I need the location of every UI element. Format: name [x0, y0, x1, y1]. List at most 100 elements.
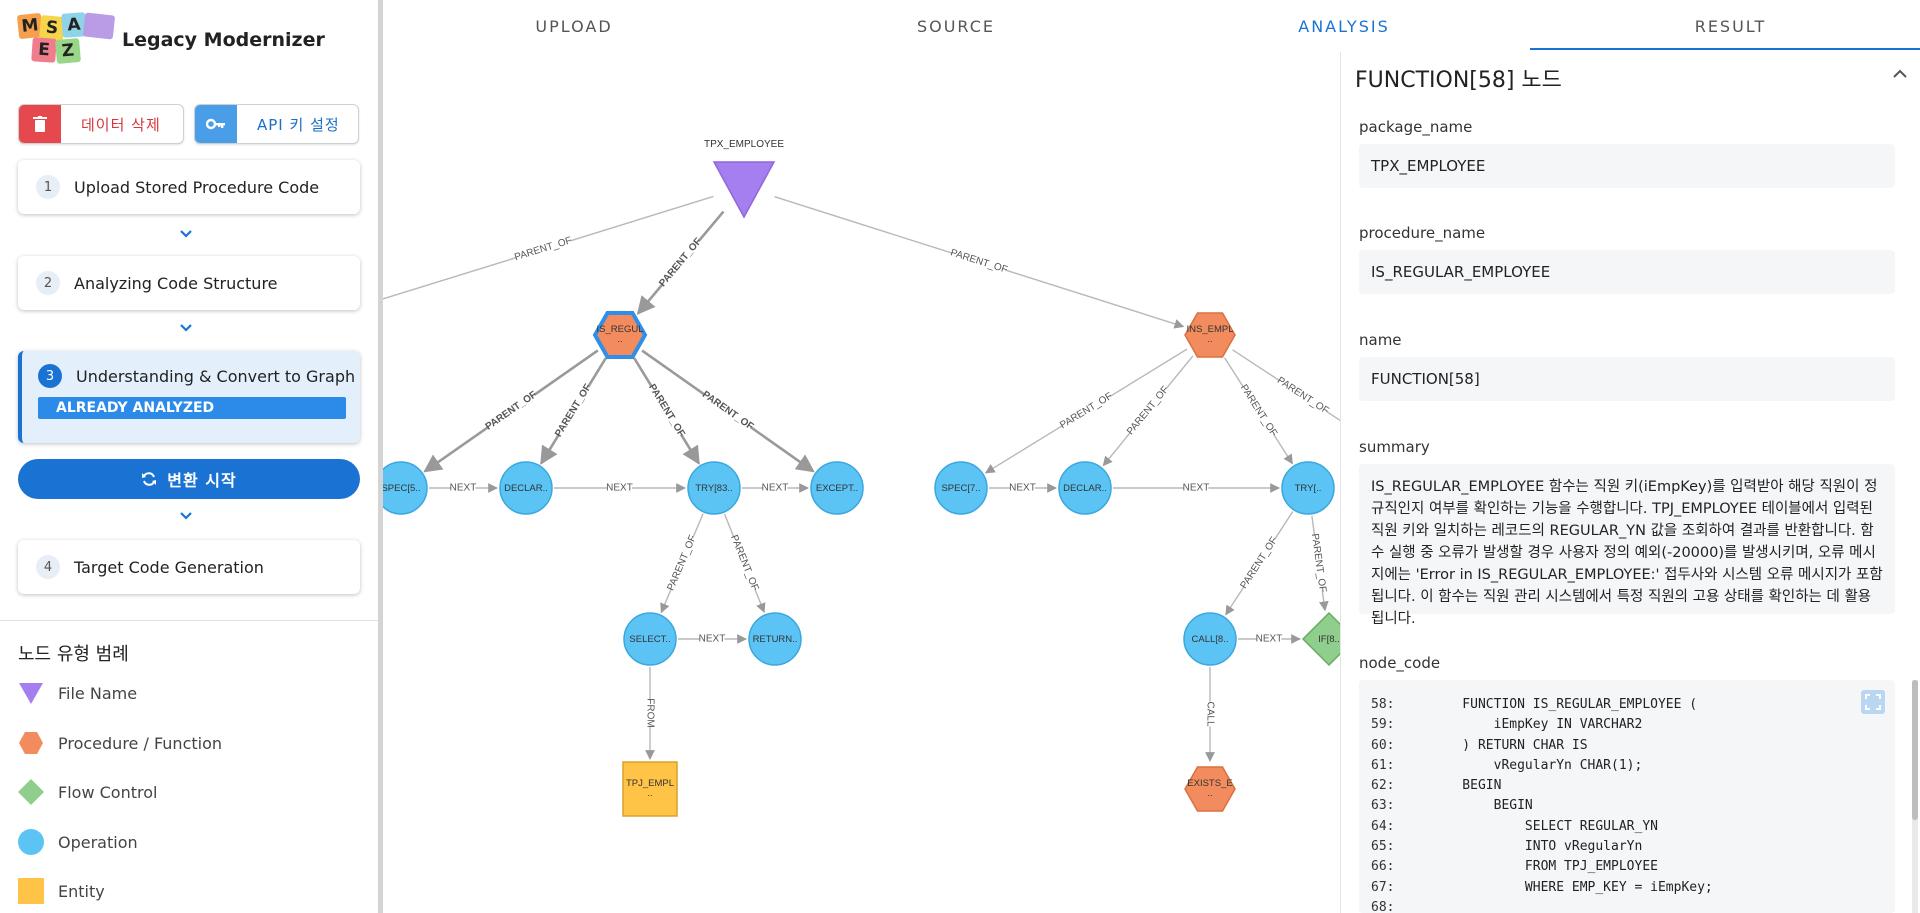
code-line: 61: vRegularYn CHAR(1);	[1371, 756, 1883, 776]
step-analyze[interactable]: 2 Analyzing Code Structure	[18, 256, 360, 310]
graph-edge-label: NEXT	[450, 483, 477, 494]
node-label: SPEC[7..	[941, 483, 980, 494]
circle-node	[1281, 461, 1335, 515]
key-icon	[195, 105, 237, 143]
graph-edge-label: NEXT	[762, 483, 789, 494]
graph-node-try1[interactable]: TRY[83..	[687, 461, 741, 515]
line-text: WHERE EMP_KEY = iEmpKey;	[1431, 879, 1713, 895]
diamond-icon	[18, 779, 44, 805]
graph-edge-label-bg	[1125, 385, 1171, 437]
node-detail-panel: FUNCTION[58] 노드 package_name TPX_EMPLOYE…	[1340, 52, 1920, 913]
graph-node-call2[interactable]: CALL[8..	[1183, 612, 1237, 666]
step-number: 2	[36, 271, 60, 295]
name-value: FUNCTION[58]	[1359, 357, 1895, 401]
graph-edge-label-bg	[762, 482, 788, 494]
graph-node-exists2[interactable]: EXISTS_E..	[1184, 766, 1236, 812]
graph-edge-label: PARENT_OF	[1309, 533, 1328, 593]
scrollbar-thumb[interactable]	[1912, 680, 1918, 820]
graph-edge-label: NEXT	[1009, 483, 1036, 494]
graph-canvas[interactable]: PARENT_OF PARENT_OF PARENT_OF PARENT_OF PARE…	[383, 52, 1340, 913]
graph-node-if2[interactable]: IF[8..	[1301, 611, 1340, 667]
step-target-code[interactable]: 4 Target Code Generation	[18, 540, 360, 594]
delete-data-button[interactable]: 데이터 삭제	[18, 104, 184, 144]
graph-node-decl1[interactable]: DECLAR..	[499, 461, 553, 515]
api-key-settings-button[interactable]: API 키 설정	[194, 104, 359, 144]
legend-label: Entity	[58, 881, 105, 901]
node-label: INS_EMPL..	[1187, 324, 1234, 345]
graph-edge-label: CALL	[1205, 701, 1216, 726]
code-line: 67: WHERE EMP_KEY = iEmpKey;	[1371, 878, 1883, 898]
step-convert-graph[interactable]: 3 Understanding & Convert to Graph ALREA…	[18, 351, 360, 443]
step-number: 3	[38, 364, 62, 388]
summary-text: IS_REGULAR_EMPLOYEE 함수는 직원 키(iEmpKey)를 입…	[1359, 464, 1895, 627]
graph-edge-label: PARENT_OF	[1238, 383, 1279, 439]
circle-node	[810, 461, 864, 515]
legend-title: 노드 유형 범례	[18, 644, 129, 665]
node-label: EXISTS_E..	[1187, 778, 1232, 799]
graph-edge-label: PARENT_OF	[728, 533, 760, 592]
graph-node-ret1[interactable]: RETURN..	[748, 612, 802, 666]
graph-edge-label: PARENT_OF	[1125, 384, 1171, 437]
legend-label: File Name	[58, 683, 138, 703]
package-name-value: TPX_EMPLOYEE	[1359, 144, 1895, 188]
code-viewer: 58: FUNCTION IS_REGULAR_EMPLOYEE (59: iE…	[1359, 680, 1895, 913]
tab-result[interactable]: RESULT	[1694, 16, 1767, 36]
node-label: TPJ_EMPL..	[626, 778, 674, 799]
circle-node	[1058, 461, 1112, 515]
triangle-icon	[712, 161, 776, 219]
step-number: 1	[36, 175, 60, 199]
code-line: 68:	[1371, 898, 1883, 913]
code-line: 66: FROM TPJ_EMPLOYEE	[1371, 857, 1883, 877]
legend-label: Procedure / Function	[58, 733, 223, 753]
api-key-label: API 키 설정	[257, 115, 340, 134]
procedure-name-value: IS_REGULAR_EMPLOYEE	[1359, 250, 1895, 294]
legend-item-operation: Operation	[18, 827, 138, 857]
node-label: DECLAR..	[1063, 483, 1107, 494]
graph-node-f1[interactable]: IS_REGUL..	[592, 311, 648, 359]
line-number: 59:	[1371, 717, 1395, 733]
graph-edge-label-bg	[1183, 482, 1209, 494]
graph-edge-label-bg	[728, 534, 761, 592]
trash-icon	[19, 105, 61, 143]
start-convert-button[interactable]: 변환 시작	[18, 459, 360, 499]
graph-node-spec2[interactable]: SPEC[7..	[934, 461, 988, 515]
chevron-up-icon[interactable]	[1890, 64, 1910, 84]
line-text: iEmpKey IN VARCHAR2	[1431, 717, 1643, 733]
field-label: node_code	[1359, 654, 1441, 672]
graph-edge-label: PARENT_OF	[949, 247, 1009, 275]
graph-edge-label: PARENT_OF	[700, 389, 755, 432]
step-title: Upload Stored Procedure Code	[74, 177, 320, 197]
graph-node-file[interactable]: TPX_EMPLOYEE	[704, 139, 784, 219]
circle-node	[687, 461, 741, 515]
field-label: name	[1359, 331, 1402, 349]
step-upload[interactable]: 1 Upload Stored Procedure Code	[18, 160, 360, 214]
node-label: IF[8..	[1318, 634, 1340, 645]
sidebar-resize-handle[interactable]	[378, 0, 383, 913]
graph-node-spec1[interactable]: SPEC[5..	[383, 461, 428, 515]
app-title: Legacy Modernizer	[122, 29, 325, 51]
expand-icon[interactable]	[1861, 690, 1885, 714]
line-text: BEGIN	[1431, 778, 1502, 794]
line-text: vRegularYn CHAR(1);	[1431, 757, 1643, 773]
circle-node	[383, 461, 428, 515]
graph-edge-label-bg	[450, 482, 476, 494]
graph-node-f2[interactable]: INS_EMPL..	[1184, 312, 1236, 358]
graph-node-ent1[interactable]: TPJ_EMPL..	[622, 761, 678, 817]
graph-edge-label-bg	[1308, 534, 1329, 592]
tab-analysis[interactable]: ANALYSIS	[1298, 16, 1390, 36]
graph-node-try2[interactable]: TRY[..	[1281, 461, 1335, 515]
graph-edge-label-bg	[950, 247, 1008, 276]
graph-edge-label-bg	[1256, 633, 1282, 645]
circle-node	[499, 461, 553, 515]
graph-edge-label: PARENT_OF	[657, 236, 704, 289]
graph-edge-label: PARENT_OF	[1058, 391, 1114, 431]
graph-node-exc1[interactable]: EXCEPT..	[810, 461, 864, 515]
graph-edge-label: NEXT	[1256, 634, 1283, 645]
node-label: IS_REGUL..	[597, 324, 644, 345]
tab-source[interactable]: SOURCE	[916, 16, 996, 36]
step-title: Analyzing Code Structure	[74, 273, 278, 293]
graph-node-sel1[interactable]: SELECT..	[623, 612, 677, 666]
graph-edge-label: NEXT	[1183, 483, 1210, 494]
tab-upload[interactable]: UPLOAD	[535, 16, 613, 36]
graph-node-decl2[interactable]: DECLAR..	[1058, 461, 1112, 515]
